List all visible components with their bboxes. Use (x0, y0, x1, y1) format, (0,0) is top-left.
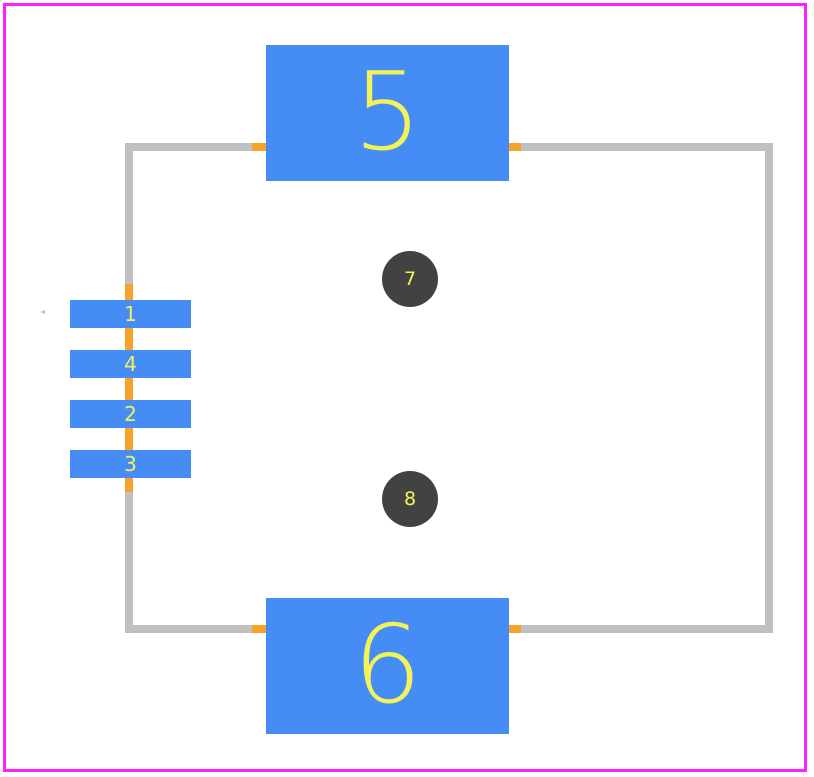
hole-8[interactable]: 8 (382, 471, 438, 527)
courtyard-left (125, 284, 133, 492)
pad-6[interactable]: 6 (266, 598, 509, 734)
courtyard-top-left (252, 143, 268, 151)
silkscreen-top-left (125, 143, 270, 151)
courtyard-top-right (507, 143, 521, 151)
pin1-marker-icon (40, 310, 45, 314)
silkscreen-left-upper (125, 143, 133, 288)
silkscreen-bottom-left (125, 625, 270, 633)
board-outline (3, 3, 807, 772)
pad-5[interactable]: 5 (266, 45, 509, 181)
silkscreen-left-lower (125, 490, 133, 633)
pad-1[interactable]: 1 (70, 300, 191, 328)
silkscreen-right (765, 143, 773, 633)
courtyard-bottom-left (252, 625, 268, 633)
pad-3[interactable]: 3 (70, 450, 191, 478)
pad-4[interactable]: 4 (70, 350, 191, 378)
silkscreen-top-right (505, 143, 773, 151)
silkscreen-bottom-right (505, 625, 773, 633)
courtyard-bottom-right (507, 625, 521, 633)
hole-7[interactable]: 7 (382, 251, 438, 307)
pad-2[interactable]: 2 (70, 400, 191, 428)
